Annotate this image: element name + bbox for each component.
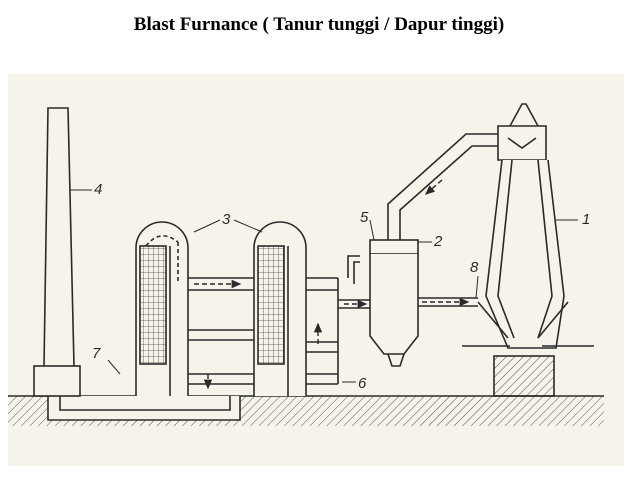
label-8: 8 xyxy=(470,259,479,276)
label-7: 7 xyxy=(92,345,101,362)
ground xyxy=(8,395,604,426)
label-6: 6 xyxy=(358,375,367,392)
blast-furnace xyxy=(418,103,594,397)
label-5: 5 xyxy=(360,209,369,226)
flow-arrows xyxy=(194,179,470,390)
leader-lines xyxy=(70,189,578,383)
chimney xyxy=(33,107,81,397)
hot-blast-stove-2 xyxy=(253,221,307,396)
label-4: 4 xyxy=(94,181,102,198)
label-3: 3 xyxy=(222,211,231,228)
diagram-title: Blast Furnance ( Tanur tunggi / Dapur ti… xyxy=(133,14,505,35)
blast-furnace-figure: 1 2 3 4 5 6 7 8 xyxy=(8,74,624,466)
label-1: 1 xyxy=(582,211,590,228)
connecting-pipes xyxy=(188,255,370,385)
label-2: 2 xyxy=(433,233,443,250)
hot-blast-stove-1 xyxy=(135,221,189,396)
dust-catcher xyxy=(369,133,498,367)
